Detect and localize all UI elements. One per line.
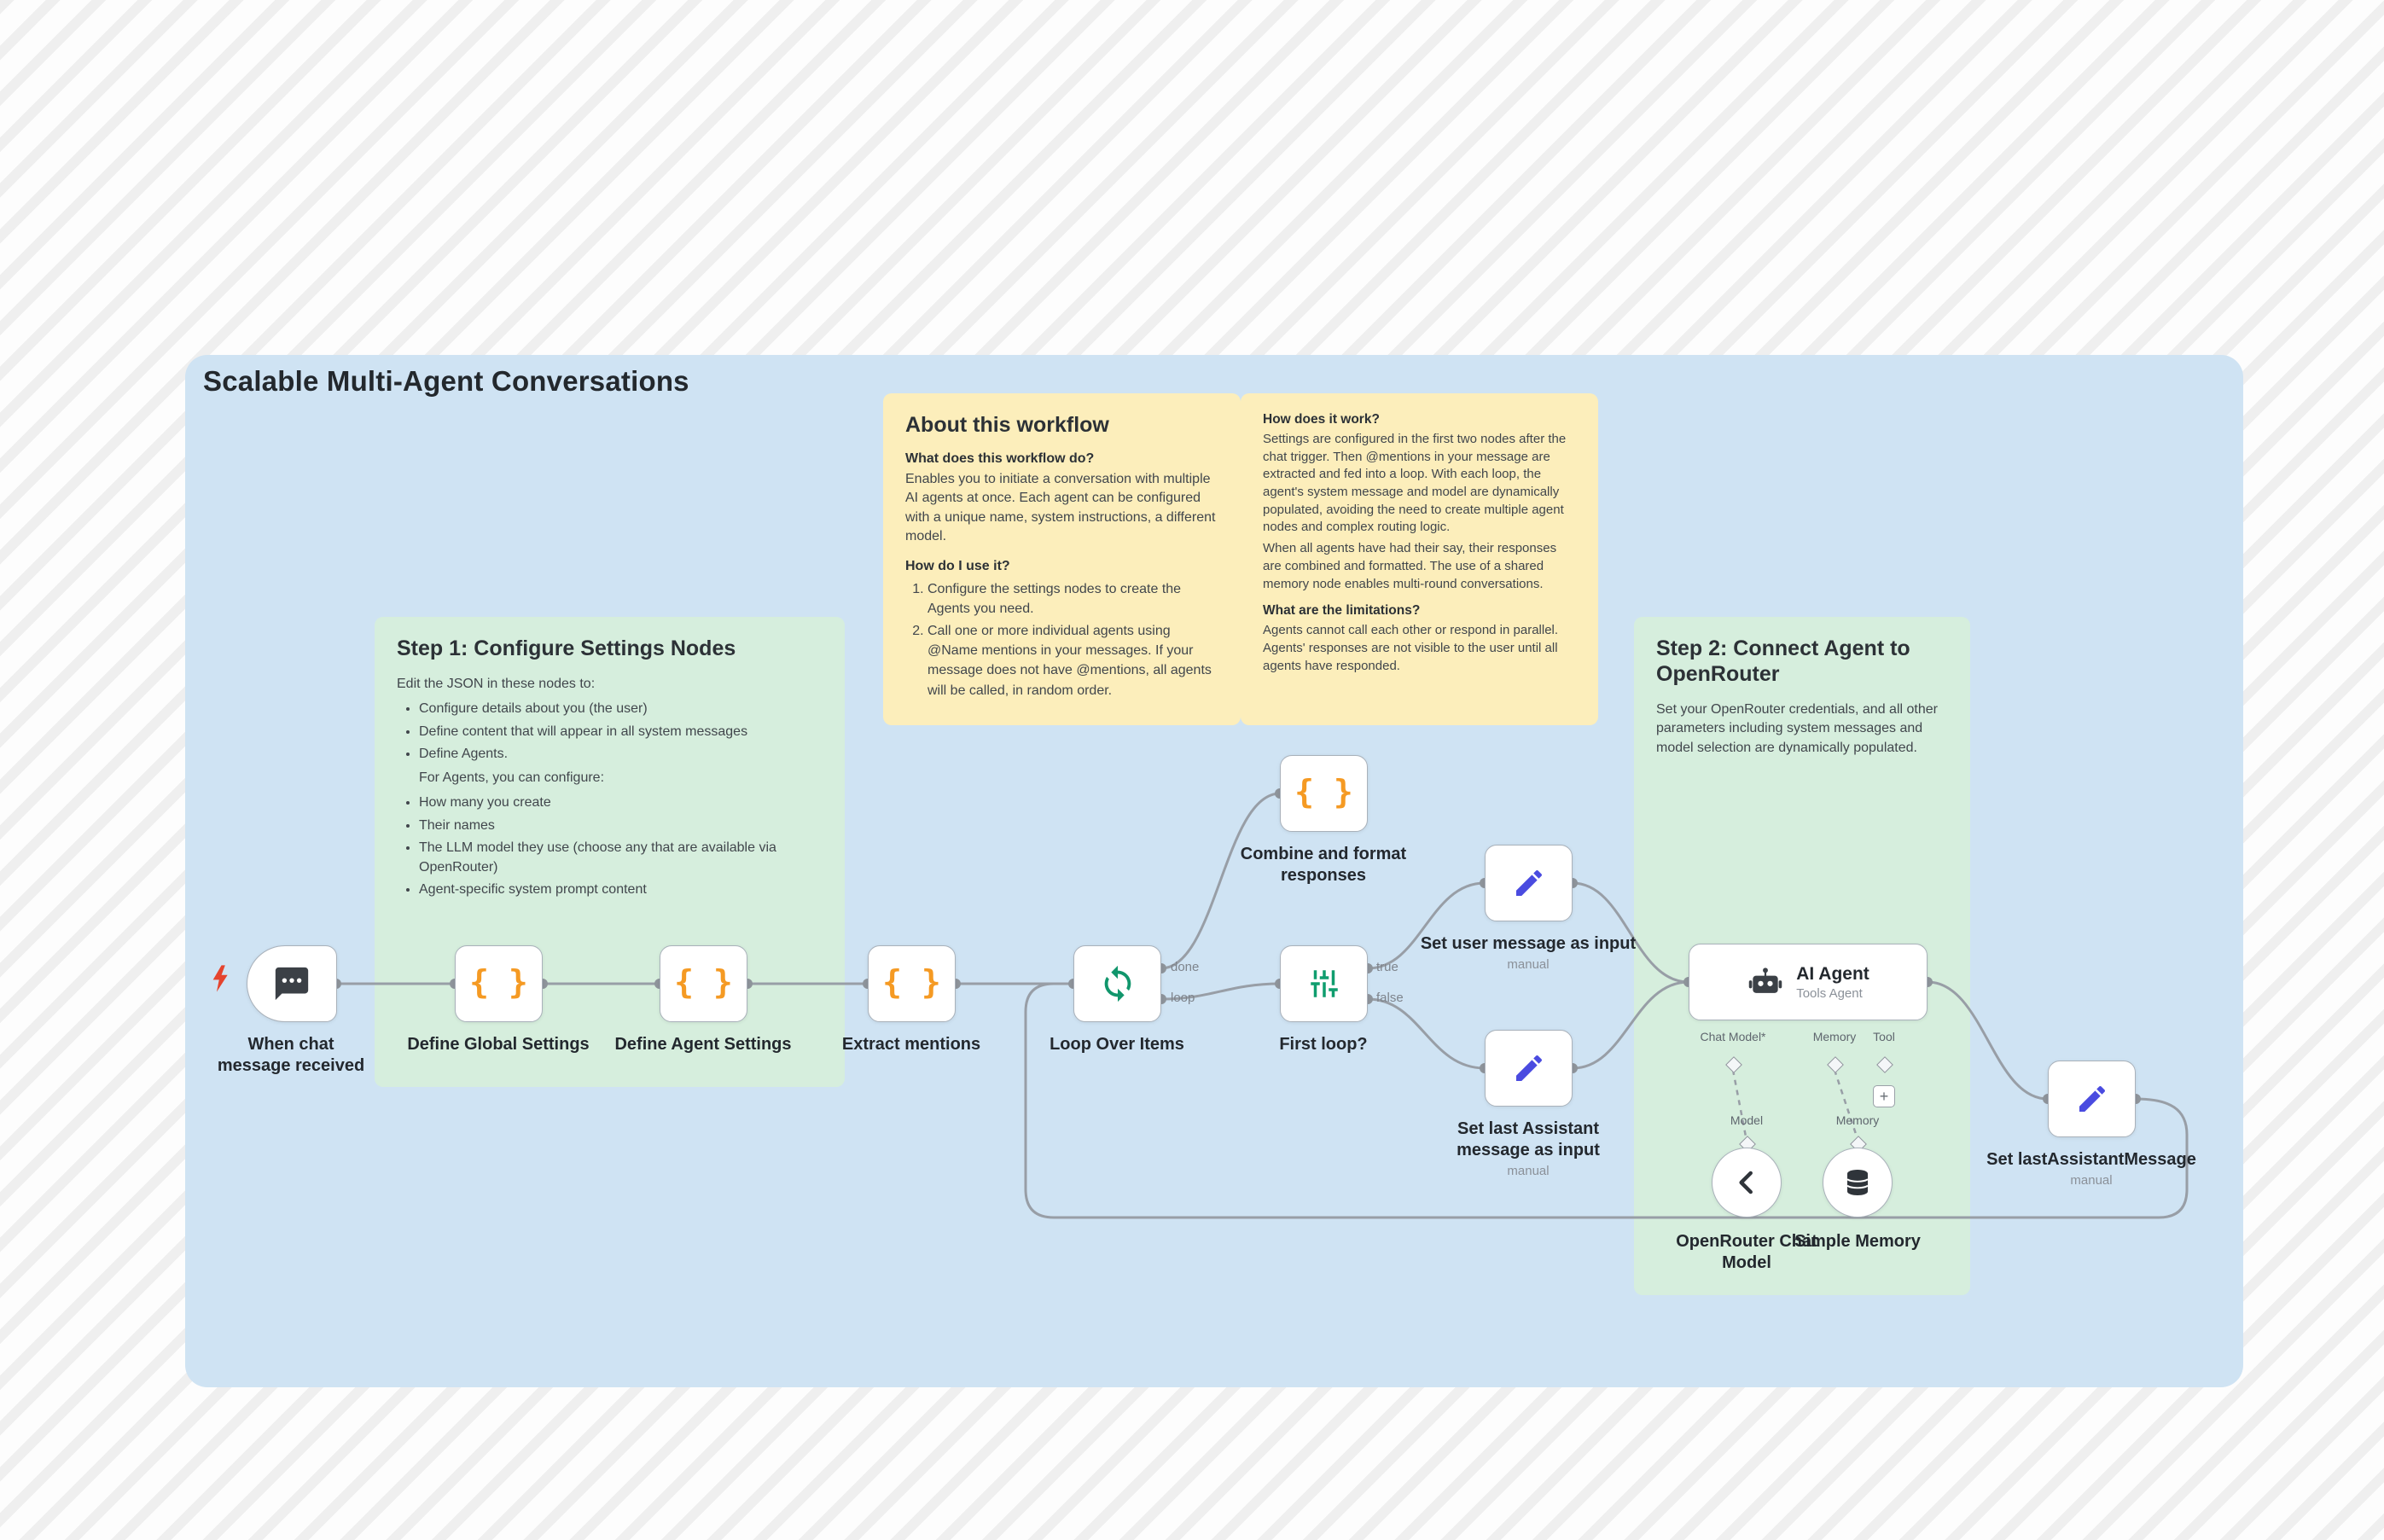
- bullet-item: The LLM model they use (choose any that …: [419, 838, 823, 877]
- node-label-extract: Extract mentions: [841, 1035, 981, 1054]
- sticky-step1[interactable]: Step 1: Configure Settings Nodes Edit th…: [375, 617, 845, 1087]
- bullet-item: Define Agents.: [419, 744, 823, 764]
- edge-label-loop: loop: [1171, 991, 1195, 1005]
- bullet-item: Their names: [419, 816, 823, 835]
- node-set-last-assistant-message-var[interactable]: [2048, 1061, 2136, 1137]
- robot-icon: [1748, 968, 1782, 993]
- node-openrouter-chat-model[interactable]: [1712, 1148, 1782, 1217]
- code-braces-icon: { }: [469, 963, 528, 1001]
- pencil-icon: [1515, 869, 1542, 896]
- sticky-about-steps: Configure the settings nodes to create t…: [905, 579, 1218, 700]
- port-label-tool: Tool: [1873, 1030, 1895, 1043]
- node-label-define-global: Define Global Settings: [407, 1035, 590, 1054]
- sticky-how-q1: How does it work?: [1263, 412, 1380, 427]
- node-when-chat-message-received[interactable]: [247, 945, 337, 1022]
- node-label-text: Set last Assistant message as input: [1457, 1119, 1600, 1159]
- node-label-set-lam: Set lastAssistantMessage manual: [1980, 1149, 2202, 1189]
- node-simple-memory[interactable]: [1823, 1148, 1893, 1217]
- node-first-loop[interactable]: [1280, 945, 1368, 1022]
- sticky-about[interactable]: About this workflow What does this workf…: [883, 393, 1241, 725]
- connection-wire: [1572, 881, 1689, 984]
- sticky-about-q2: How do I use it?: [905, 558, 1010, 573]
- step-item: Call one or more individual agents using…: [927, 621, 1218, 700]
- node-set-user-message[interactable]: [1485, 845, 1573, 921]
- sticky-step2-body: Set your OpenRouter credentials, and all…: [1656, 702, 1938, 755]
- sticky-how-p2: When all agents have had their say, thei…: [1263, 541, 1557, 591]
- openrouter-icon: [1739, 1171, 1753, 1194]
- connection-wire: [1927, 980, 2049, 1101]
- edge-label-true: true: [1376, 960, 1398, 974]
- page-title: Scalable Multi-Agent Conversations: [203, 365, 689, 397]
- sticky-about-q1: What does this workflow do?: [905, 451, 1095, 466]
- node-loop-over-items[interactable]: [1073, 945, 1161, 1022]
- port-label-chat-model: Chat Model*: [1700, 1030, 1766, 1043]
- connection-wire-loop: [1160, 982, 1281, 1001]
- sticky-step2-heading: Step 2: Connect Agent to OpenRouter: [1656, 636, 1910, 686]
- node-label-simple-memory: Simple Memory: [1794, 1232, 1921, 1251]
- sticky-about-a1: Enables you to initiate a conversation w…: [905, 472, 1216, 544]
- code-braces-icon: { }: [882, 963, 941, 1001]
- subnode-top-label-model: Model: [1730, 1113, 1764, 1127]
- trigger-bolt-icon: [212, 965, 228, 992]
- node-define-agent-settings[interactable]: { }: [660, 945, 747, 1022]
- pencil-icon: [2079, 1085, 2105, 1112]
- node-combine-format-responses[interactable]: { }: [1280, 755, 1368, 832]
- node-label-openrouter: OpenRouter Chat Model: [1676, 1232, 1817, 1272]
- sticky-step1-subintro: For Agents, you can configure:: [419, 770, 605, 785]
- sticky-about-heading: About this workflow: [905, 413, 1109, 437]
- sticky-step1-intro: Edit the JSON in these nodes to:: [397, 677, 596, 691]
- step-item: Configure the settings nodes to create t…: [927, 579, 1218, 619]
- connection-wire-true: [1367, 881, 1486, 970]
- sticky-how-p3: Agents cannot call each other or respond…: [1263, 623, 1559, 673]
- node-sublabel: manual: [2070, 1173, 2113, 1188]
- sticky-how-q2: What are the limitations?: [1263, 603, 1421, 619]
- node-label-text: Set user message as input: [1420, 934, 1637, 953]
- connection-wire-false: [1367, 997, 1486, 1070]
- ai-agent-title: AI Agent: [1796, 963, 1869, 984]
- bullet-item: Agent-specific system prompt content: [419, 880, 823, 899]
- node-label-set-user: Set user message as input manual: [1417, 933, 1639, 973]
- loop-icon: [1104, 965, 1131, 1002]
- code-braces-icon: { }: [1294, 773, 1353, 811]
- code-braces-icon: { }: [674, 963, 733, 1001]
- port-label-memory: Memory: [1812, 1030, 1857, 1043]
- node-label-define-agent: Define Agent Settings: [614, 1035, 792, 1054]
- node-label-combine: Combine and format responses: [1240, 845, 1407, 885]
- node-set-last-assistant-message[interactable]: [1485, 1030, 1573, 1107]
- sticky-how-p1: Settings are configured in the first two…: [1263, 432, 1567, 535]
- sticky-step1-list: Configure details about you (the user) D…: [397, 699, 823, 764]
- node-extract-mentions[interactable]: { }: [868, 945, 956, 1022]
- filter-sliders-icon: [1310, 970, 1338, 997]
- node-label-first-loop: First loop?: [1279, 1035, 1368, 1054]
- node-label-text: Set lastAssistantMessage: [1986, 1150, 2196, 1169]
- node-label-loop: Loop Over Items: [1050, 1035, 1184, 1054]
- connection-wire: [1572, 980, 1689, 1070]
- database-icon: [1846, 1170, 1869, 1195]
- pencil-icon: [1515, 1055, 1542, 1081]
- connection-wire-memory: [1833, 1069, 1858, 1137]
- node-ai-agent[interactable]: AI Agent Tools Agent: [1689, 944, 1928, 1020]
- node-sublabel: manual: [1507, 1164, 1550, 1178]
- node-sublabel: manual: [1507, 957, 1550, 972]
- sticky-step1-heading: Step 1: Configure Settings Nodes: [397, 636, 736, 660]
- ai-agent-subtitle: Tools Agent: [1796, 985, 1863, 1001]
- edge-label-false: false: [1376, 991, 1404, 1005]
- node-label-set-last: Set last Assistant message as input manu…: [1443, 1119, 1614, 1180]
- sticky-how[interactable]: How does it work? Settings are configure…: [1241, 393, 1598, 725]
- edge-label-done: done: [1171, 960, 1200, 974]
- sticky-step1-list2: How many you create Their names The LLM …: [397, 793, 823, 899]
- bullet-item: Configure details about you (the user): [419, 699, 823, 718]
- connection-wire-loopback: [1024, 982, 2189, 1219]
- node-label-trigger: When chat message received: [217, 1035, 365, 1075]
- connection-wire-chat-model: [1731, 1069, 1747, 1137]
- node-define-global-settings[interactable]: { }: [455, 945, 543, 1022]
- subnode-top-label-memory: Memory: [1835, 1113, 1880, 1127]
- bullet-item: Define content that will appear in all s…: [419, 722, 823, 741]
- bullet-item: How many you create: [419, 793, 823, 812]
- chat-bubble-icon: [275, 967, 309, 1001]
- connection-wire-done: [1160, 792, 1281, 970]
- add-tool-button[interactable]: +: [1873, 1085, 1895, 1107]
